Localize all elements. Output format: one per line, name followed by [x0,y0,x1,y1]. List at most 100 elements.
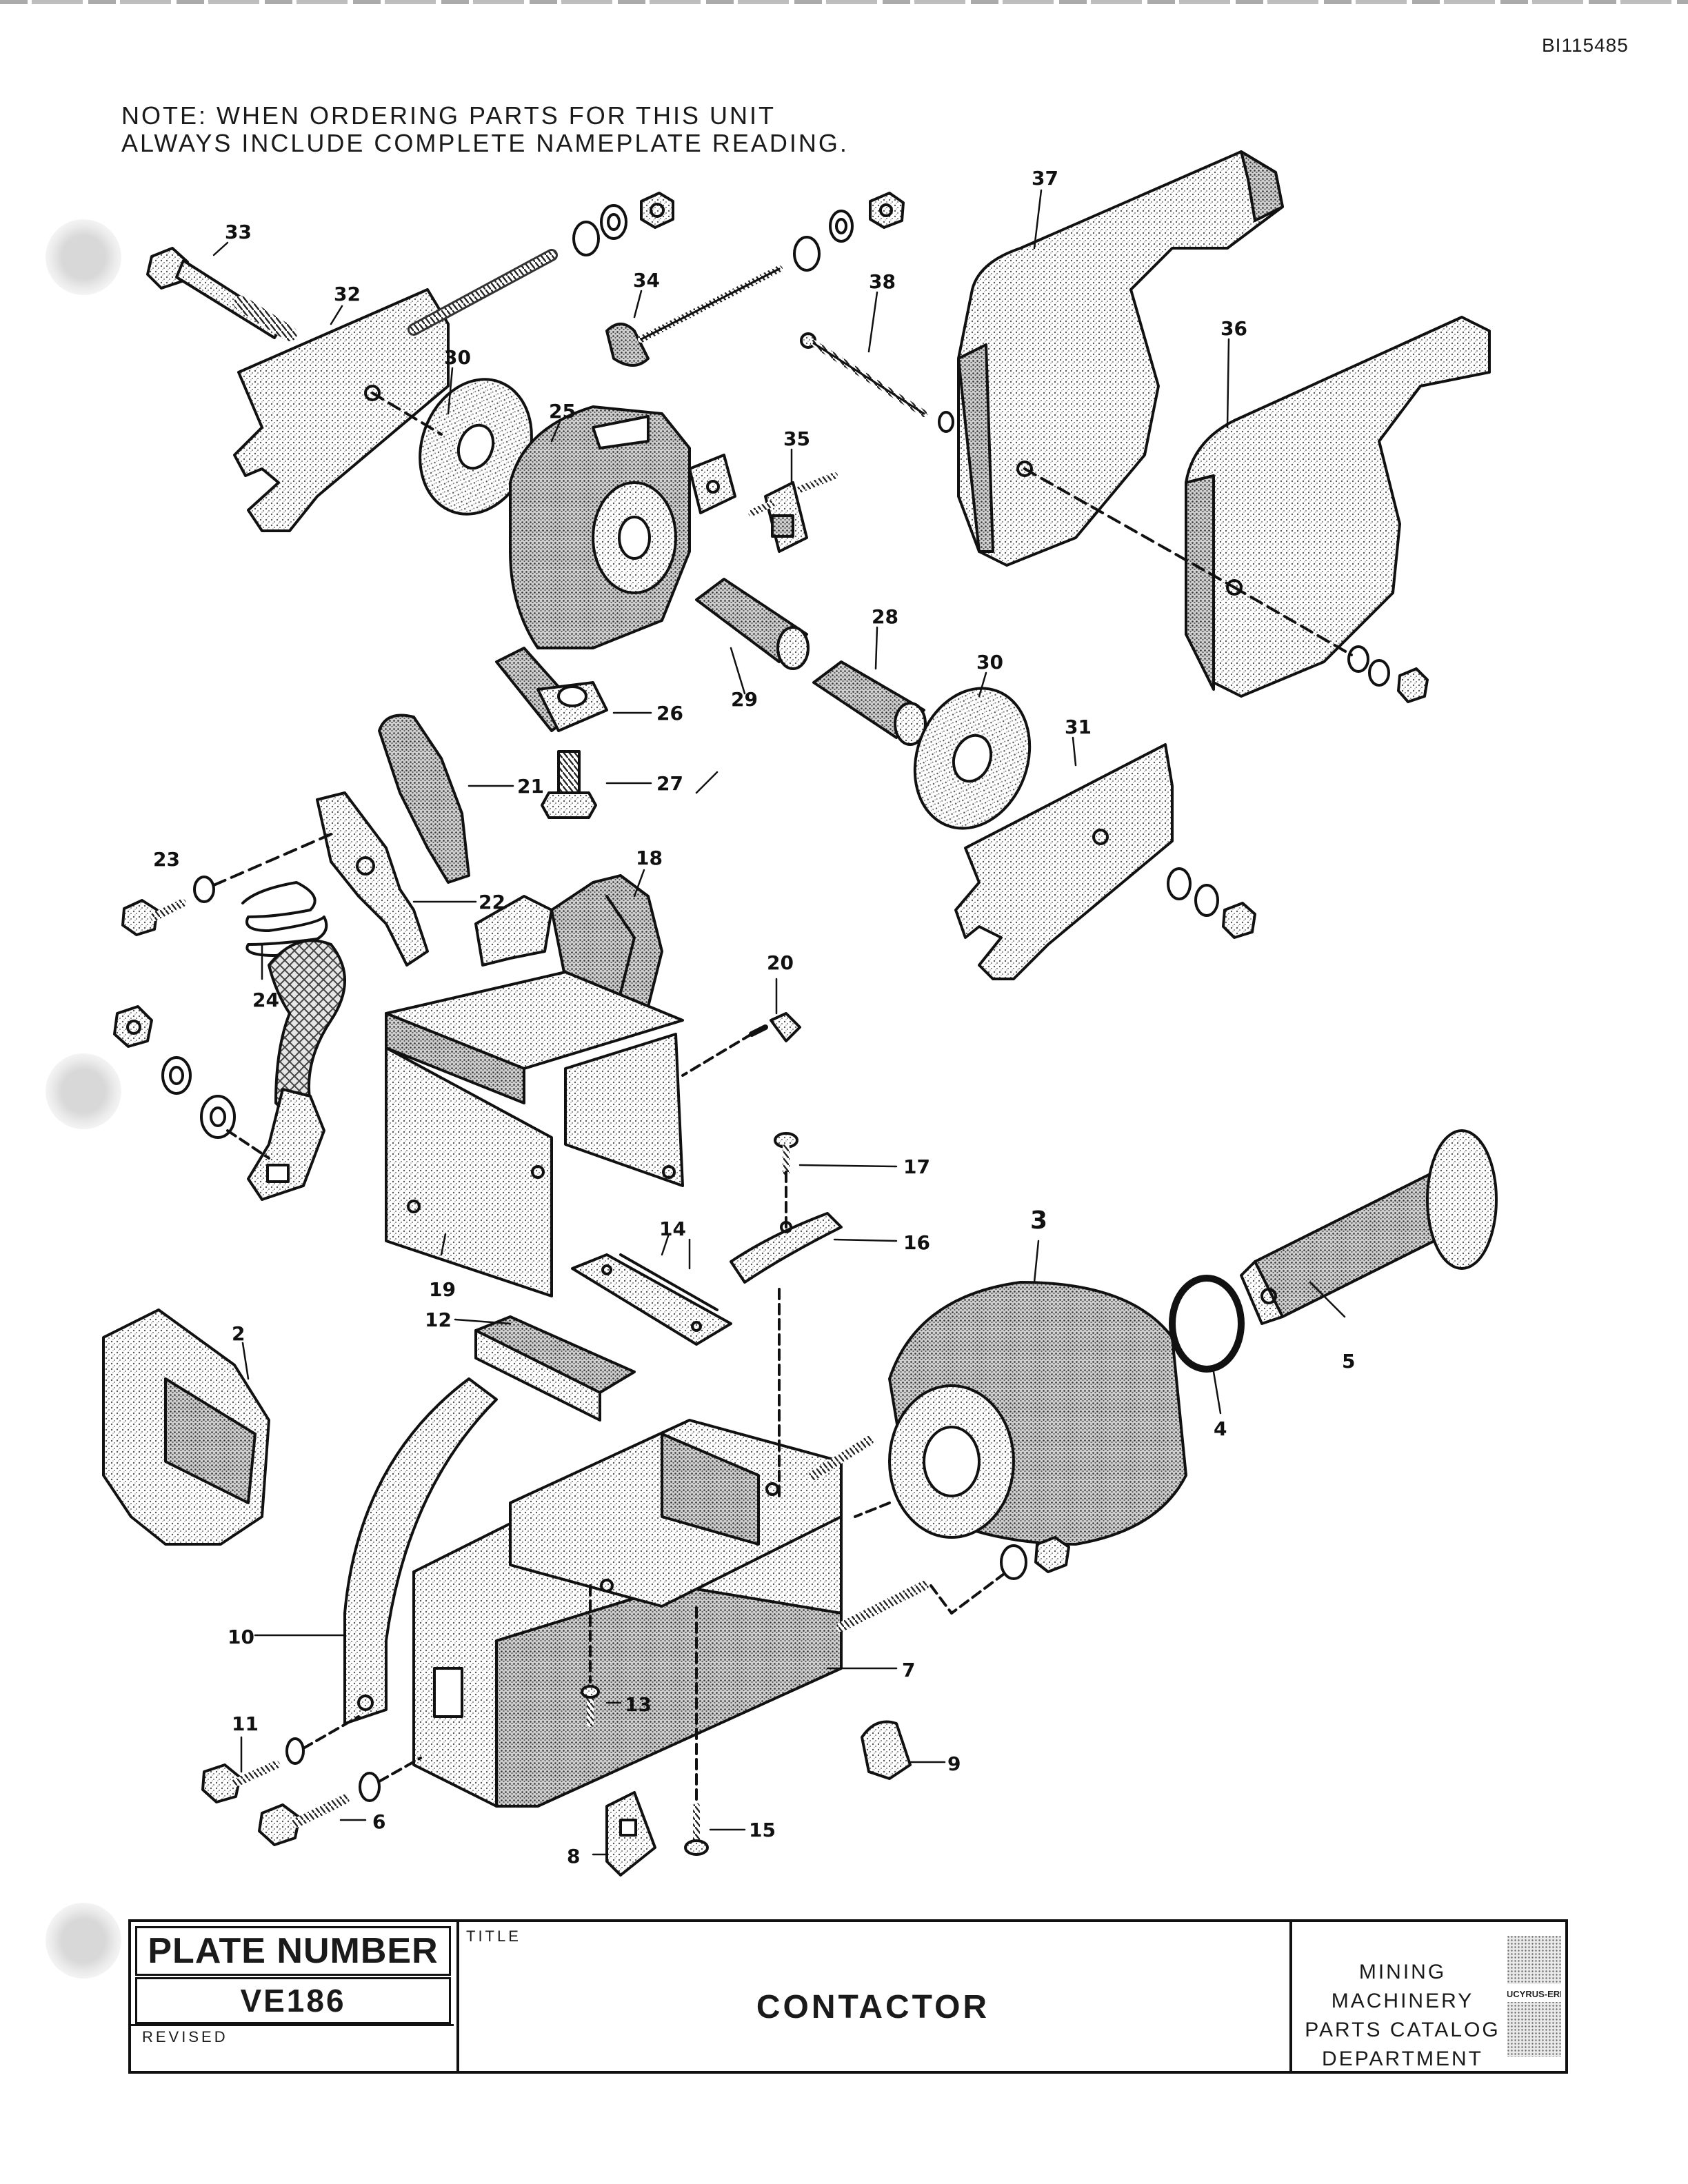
revised-label: REVISED [142,2028,228,2045]
part-32-long-screw [408,249,558,336]
part-17-screw [774,1132,798,1175]
punch-hole-top [46,219,121,295]
part-11-bolt [201,1737,305,1803]
plate-number-box: PLATE NUMBER VE186 REVISED [131,1922,459,2071]
frame-spring-lower [836,1581,929,1632]
callout-30-top: 30 [444,346,471,369]
callout-25: 25 [549,400,576,423]
part-9-button [861,1720,912,1780]
part-13-screw [581,1685,600,1727]
callout-13: 13 [625,1693,652,1716]
part-22-contact-lever [316,791,429,967]
callout-21: 21 [517,775,544,798]
title-label: TITLE [466,1928,521,1945]
plate-number-label: PLATE NUMBER [135,1926,451,1976]
callout-14: 14 [659,1217,686,1240]
callout-10: 10 [228,1626,254,1648]
ordering-note: NOTE: WHEN ORDERING PARTS FOR THIS UNIT … [121,102,849,157]
callout-6: 6 [372,1810,385,1833]
department-text: MINING MACHINERY PARTS CATALOG DEPARTMEN… [1299,1958,1506,2074]
part-37-side-cover [957,150,1284,567]
callout-26: 26 [656,702,683,725]
callout-18: 18 [636,847,663,869]
callout-27: 27 [656,772,683,795]
ordering-note-line-2: ALWAYS INCLUDE COMPLETE NAMEPLATE READIN… [121,129,849,157]
callout-30-lower: 30 [976,651,1003,674]
punch-hole-bottom [46,1903,121,1979]
callout-20: 20 [767,951,794,974]
part-27-hex-bolt [541,750,597,819]
callout-4: 4 [1214,1417,1227,1440]
callout-16: 16 [903,1231,930,1254]
part-23-bolt [121,876,215,936]
part-14-plate [571,1253,732,1346]
part-31-plate [954,743,1174,980]
frame-lock-washer-nut [1000,1536,1070,1580]
top-left-washers-nuts [572,192,674,256]
small-bracket [688,454,736,514]
right-cover-washers-nut [1347,645,1429,703]
plate-31-washers-nut [1167,867,1256,939]
part-6-bolt [258,1772,381,1846]
part-30-large-washer-lower [913,687,1032,830]
revised-divider [131,2024,454,2026]
part-26-bracket [495,647,608,732]
part-15-screw [684,1803,709,1856]
callout-labels: 33 32 30 25 34 38 35 37 36 28 29 30 31 2… [153,167,1355,1868]
title-block: PLATE NUMBER VE186 REVISED TITLE CONTACT… [128,1919,1568,2074]
callout-3: 3 [1030,1206,1047,1235]
part-3-coil [888,1281,1187,1546]
title-box: TITLE CONTACTOR [456,1922,1292,2071]
department-line-2: PARTS CATALOG [1305,2019,1500,2041]
callout-34: 34 [633,269,660,292]
part-10-arc-horn [343,1377,498,1725]
logo-text: BUCYRUS-ERIE [1507,1989,1561,1999]
callout-29: 29 [731,688,758,711]
plate-number-value: VE186 [135,1977,451,2024]
drawing-title: CONTACTOR [756,1989,990,2025]
part-34-wing-screw [605,265,783,367]
part-33-hex-bolt [146,247,297,341]
frame-spring-upper [809,1436,874,1480]
part-5-magnet-core [1240,1129,1498,1325]
leader-lines [212,189,1346,1856]
part-32-plate [233,288,450,532]
part-29-spacer-tube [695,578,810,670]
department-line-1: MINING MACHINERY [1331,1961,1474,2012]
part-7-frame [412,1419,843,1808]
part-12-block [474,1315,636,1422]
callout-24: 24 [252,989,279,1011]
part-36-side-cover-front [1185,316,1491,698]
braided-shunt [268,939,346,1111]
callout-32: 32 [334,283,361,305]
top-center-washers-nuts [793,192,905,272]
ordering-note-line-1: NOTE: WHEN ORDERING PARTS FOR THIS UNIT [121,101,776,130]
callout-2: 2 [232,1322,245,1345]
callout-37: 37 [1032,167,1058,190]
document-id: BI115485 [1542,34,1629,56]
part-2-auxiliary-switch [102,1308,270,1546]
part-19-armature-block [385,971,684,1297]
callout-31: 31 [1065,716,1092,738]
callout-12: 12 [425,1308,452,1331]
callout-28: 28 [872,605,898,628]
part-35-terminal-clip [748,472,838,553]
department-box: MINING MACHINERY PARTS CATALOG DEPARTMEN… [1292,1922,1565,2071]
callout-35: 35 [783,427,810,450]
part-20-screw [749,1012,801,1042]
part-38-long-screw [800,332,954,433]
part-16-strap [730,1212,843,1284]
callout-11: 11 [232,1712,259,1735]
top-scan-edge [0,0,1688,4]
callout-9: 9 [947,1752,961,1775]
department-line-3: DEPARTMENT [1322,2048,1483,2070]
callout-22: 22 [479,891,505,913]
left-nut-washers [113,1005,236,1139]
callout-23: 23 [153,848,180,871]
callout-17: 17 [903,1155,930,1178]
callout-19: 19 [429,1278,456,1301]
callout-15: 15 [749,1819,776,1841]
callout-33: 33 [225,221,252,243]
punch-hole-middle [46,1053,121,1129]
